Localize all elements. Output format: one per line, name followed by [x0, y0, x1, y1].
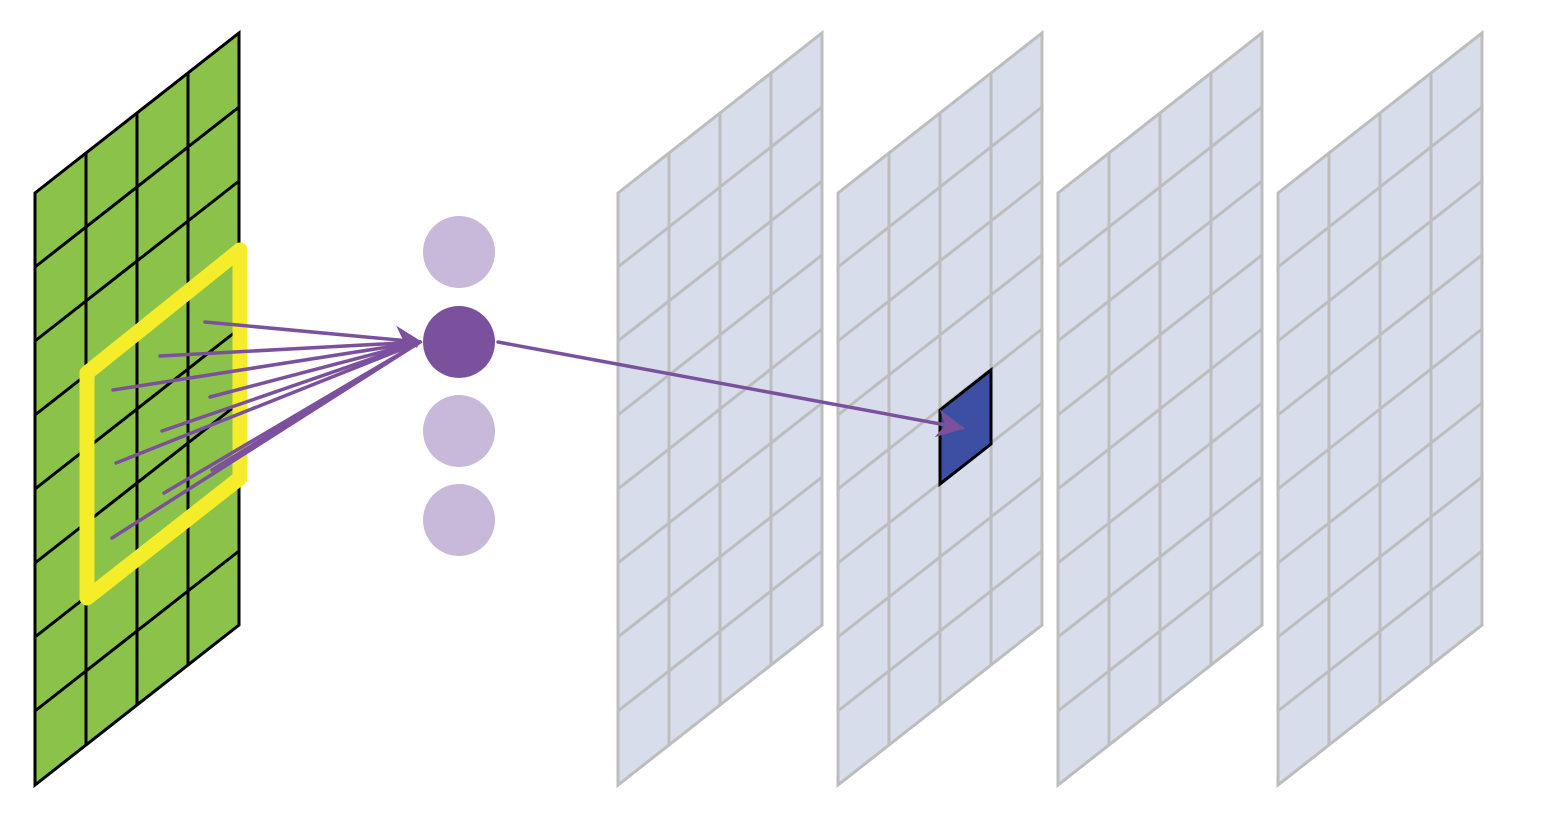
- feature-map-1-row-line: [617, 253, 823, 417]
- input-row-line: [34, 179, 240, 343]
- feature-map-1-row-line: [617, 105, 823, 269]
- feature-map-2-row-line: [837, 179, 1043, 343]
- feature-map-3: [1056, 29, 1264, 789]
- feature-map-3-row-line: [1057, 179, 1263, 343]
- feature-map-2-row-line: [837, 475, 1043, 639]
- feature-map-4-row-line: [1277, 549, 1483, 713]
- input-row-line: [34, 401, 240, 565]
- output-cell-highlight: [938, 366, 993, 488]
- feature-map-4-row-line: [1277, 179, 1483, 343]
- connection-arrow: [203, 320, 423, 354]
- receptive-field-highlight: [79, 242, 248, 606]
- active-neuron: [423, 306, 495, 378]
- connection-arrow: [160, 340, 422, 433]
- feature-map-2-row-line: [837, 105, 1043, 269]
- neuron-column: [423, 216, 495, 556]
- feature-map-3-row-line: [1057, 253, 1263, 417]
- input-connections: [110, 320, 423, 540]
- connection-arrow: [158, 338, 422, 358]
- connection-arrow: [111, 339, 422, 392]
- feature-map-1: [616, 29, 824, 789]
- feature-map-1-row-line: [617, 179, 823, 343]
- connection-arrow: [114, 340, 422, 465]
- feature-map-4-row-line: [1277, 401, 1483, 565]
- feature-map-3-row-line: [1057, 475, 1263, 639]
- neuron: [423, 216, 495, 288]
- feature-map-1-row-line: [617, 327, 823, 491]
- output-connection: [496, 340, 965, 438]
- feature-map-4-row-line: [1277, 327, 1483, 491]
- feature-map-4: [1276, 29, 1484, 789]
- feature-map-2-row-line: [837, 253, 1043, 417]
- input: [33, 29, 241, 789]
- input-row-line: [34, 327, 240, 491]
- feature-maps: [616, 29, 1484, 789]
- feature-map-1-row-line: [617, 475, 823, 639]
- feature-map-3-row-line: [1057, 327, 1263, 491]
- feature-map-4-row-line: [1277, 105, 1483, 269]
- feature-map-3-row-line: [1057, 401, 1263, 565]
- feature-map-2-row-line: [837, 549, 1043, 713]
- feature-map-4-row-line: [1277, 253, 1483, 417]
- input-row-line: [34, 549, 240, 713]
- feature-map-1-row-line: [617, 549, 823, 713]
- neuron: [423, 484, 495, 556]
- input-grid: [33, 29, 248, 789]
- connection-arrow: [110, 340, 422, 540]
- feature-map-3-row-line: [1057, 105, 1263, 269]
- output-arrow: [496, 340, 965, 438]
- connection-arrow: [208, 340, 422, 399]
- feature-map-3-row-line: [1057, 549, 1263, 713]
- input-row-line: [34, 105, 240, 269]
- neuron: [423, 395, 495, 467]
- feature-map-1-row-line: [617, 401, 823, 565]
- feature-map-4-row-line: [1277, 475, 1483, 639]
